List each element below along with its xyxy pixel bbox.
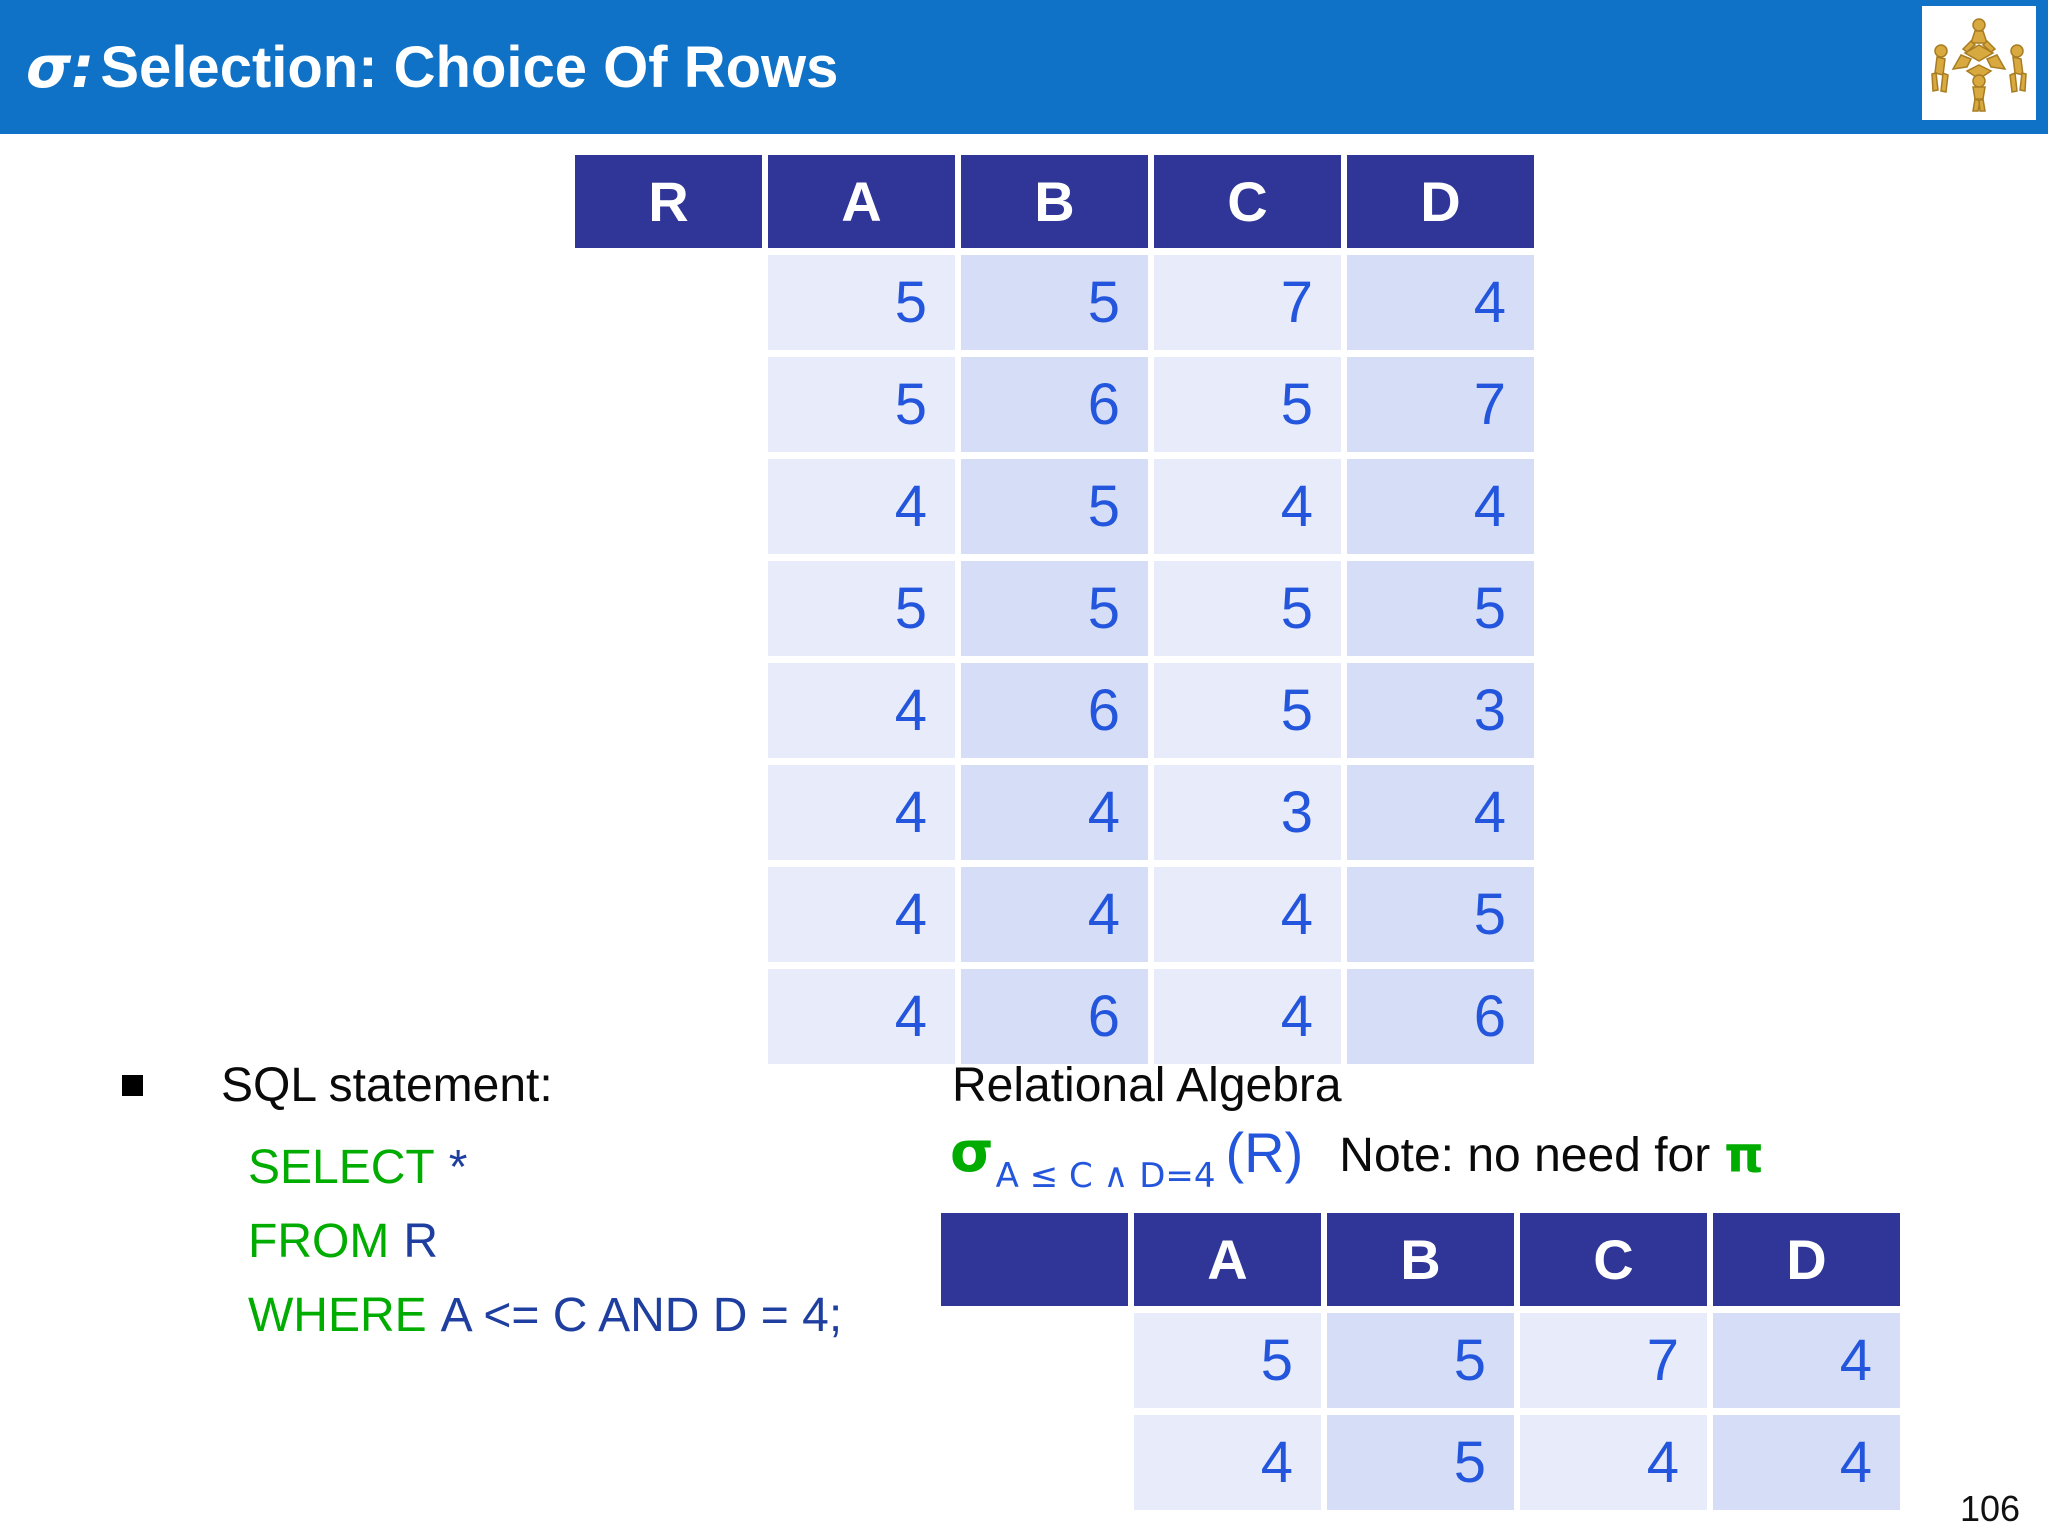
team-puzzle-logo <box>1922 6 2036 120</box>
table-cell: 4 <box>1713 1415 1900 1510</box>
team-puzzle-logo-icon <box>1931 18 2027 112</box>
table-cell: 3 <box>1347 663 1534 758</box>
row-spacer-cell <box>575 255 762 350</box>
sql-select-line: SELECT* <box>248 1140 467 1195</box>
row-spacer-cell <box>575 867 762 962</box>
algebra-heading: Relational Algebra <box>952 1059 1342 1112</box>
row-spacer-cell <box>575 561 762 656</box>
table-cell: 5 <box>961 255 1148 350</box>
table-cell: 4 <box>1347 765 1534 860</box>
column-header: A <box>1134 1213 1321 1306</box>
table-cell: 5 <box>1347 561 1534 656</box>
column-header: B <box>961 155 1148 248</box>
sql-keyword: WHERE <box>248 1289 427 1342</box>
table-cell: 5 <box>768 357 955 452</box>
table-cell: 4 <box>961 867 1148 962</box>
table-cell: 4 <box>768 459 955 554</box>
note-text: Note: no need for <box>1339 1129 1711 1182</box>
table-cell: 6 <box>961 969 1148 1064</box>
column-header: A <box>768 155 955 248</box>
sigma-subscript-condition: A ≤ C ∧ D=4 <box>995 1156 1216 1196</box>
algebra-expression: σ A ≤ C ∧ D=4 (R) Note: no need for π <box>950 1122 1764 1196</box>
column-header: B <box>1327 1213 1514 1306</box>
table-cell: 5 <box>1347 867 1534 962</box>
row-spacer-cell <box>575 357 762 452</box>
sql-code: * <box>448 1141 468 1194</box>
table-cell: 4 <box>1713 1313 1900 1408</box>
row-spacer-cell <box>941 1415 1128 1510</box>
table-cell: 4 <box>768 765 955 860</box>
table-cell: 4 <box>1154 459 1341 554</box>
table-cell: 5 <box>1154 561 1341 656</box>
sigma-operand: (R) <box>1225 1121 1304 1184</box>
sql-keyword: FROM <box>248 1215 390 1268</box>
column-header: C <box>1520 1213 1707 1306</box>
bullet-square-icon <box>122 1075 143 1096</box>
table-cell: 5 <box>1154 357 1341 452</box>
table-cell: 6 <box>961 357 1148 452</box>
sigma-title-symbol: σ: <box>26 33 95 101</box>
table-cell: 4 <box>768 663 955 758</box>
table-cell: 5 <box>1134 1313 1321 1408</box>
table-cell: 4 <box>768 867 955 962</box>
table-cell: 4 <box>961 765 1148 860</box>
sigma-operator: σ <box>950 1120 994 1185</box>
table-cell: 5 <box>1154 663 1341 758</box>
column-header <box>941 1213 1128 1306</box>
pi-symbol: π <box>1724 1126 1764 1184</box>
table-cell: 5 <box>1327 1415 1514 1510</box>
row-spacer-cell <box>941 1313 1128 1408</box>
table-cell: 4 <box>1134 1415 1321 1510</box>
sql-heading: SQL statement: <box>221 1059 553 1112</box>
table-cell: 7 <box>1520 1313 1707 1408</box>
table-cell: 7 <box>1154 255 1341 350</box>
table-cell: 5 <box>768 255 955 350</box>
row-spacer-cell <box>575 969 762 1064</box>
row-spacer-cell <box>575 663 762 758</box>
row-spacer-cell <box>575 459 762 554</box>
table-cell: 4 <box>1154 969 1341 1064</box>
column-header: D <box>1347 155 1534 248</box>
table-cell: 4 <box>1347 255 1534 350</box>
column-header: R <box>575 155 762 248</box>
table-cell: 4 <box>1347 459 1534 554</box>
table-cell: 5 <box>768 561 955 656</box>
sql-code: R <box>403 1215 438 1268</box>
sql-heading-row: SQL statement: <box>122 1058 553 1113</box>
column-header: D <box>1713 1213 1900 1306</box>
table-cell: 5 <box>1327 1313 1514 1408</box>
table-cell: 5 <box>961 459 1148 554</box>
page-title: σ:Selection: Choice Of Rows <box>26 33 838 101</box>
table-cell: 6 <box>1347 969 1534 1064</box>
table-cell: 4 <box>1154 867 1341 962</box>
title-bar: σ:Selection: Choice Of Rows <box>0 0 2048 134</box>
page-number: 106 <box>1960 1488 2021 1529</box>
table-cell: 6 <box>961 663 1148 758</box>
table-cell: 4 <box>1520 1415 1707 1510</box>
row-spacer-cell <box>575 765 762 860</box>
table-cell: 7 <box>1347 357 1534 452</box>
page-title-text: Selection: Choice Of Rows <box>100 35 839 100</box>
table-cell: 4 <box>768 969 955 1064</box>
table-cell: 3 <box>1154 765 1341 860</box>
table-cell: 5 <box>961 561 1148 656</box>
sql-keyword: SELECT <box>248 1141 435 1194</box>
sql-code: A <= C AND D = 4; <box>440 1289 843 1342</box>
column-header: C <box>1154 155 1341 248</box>
